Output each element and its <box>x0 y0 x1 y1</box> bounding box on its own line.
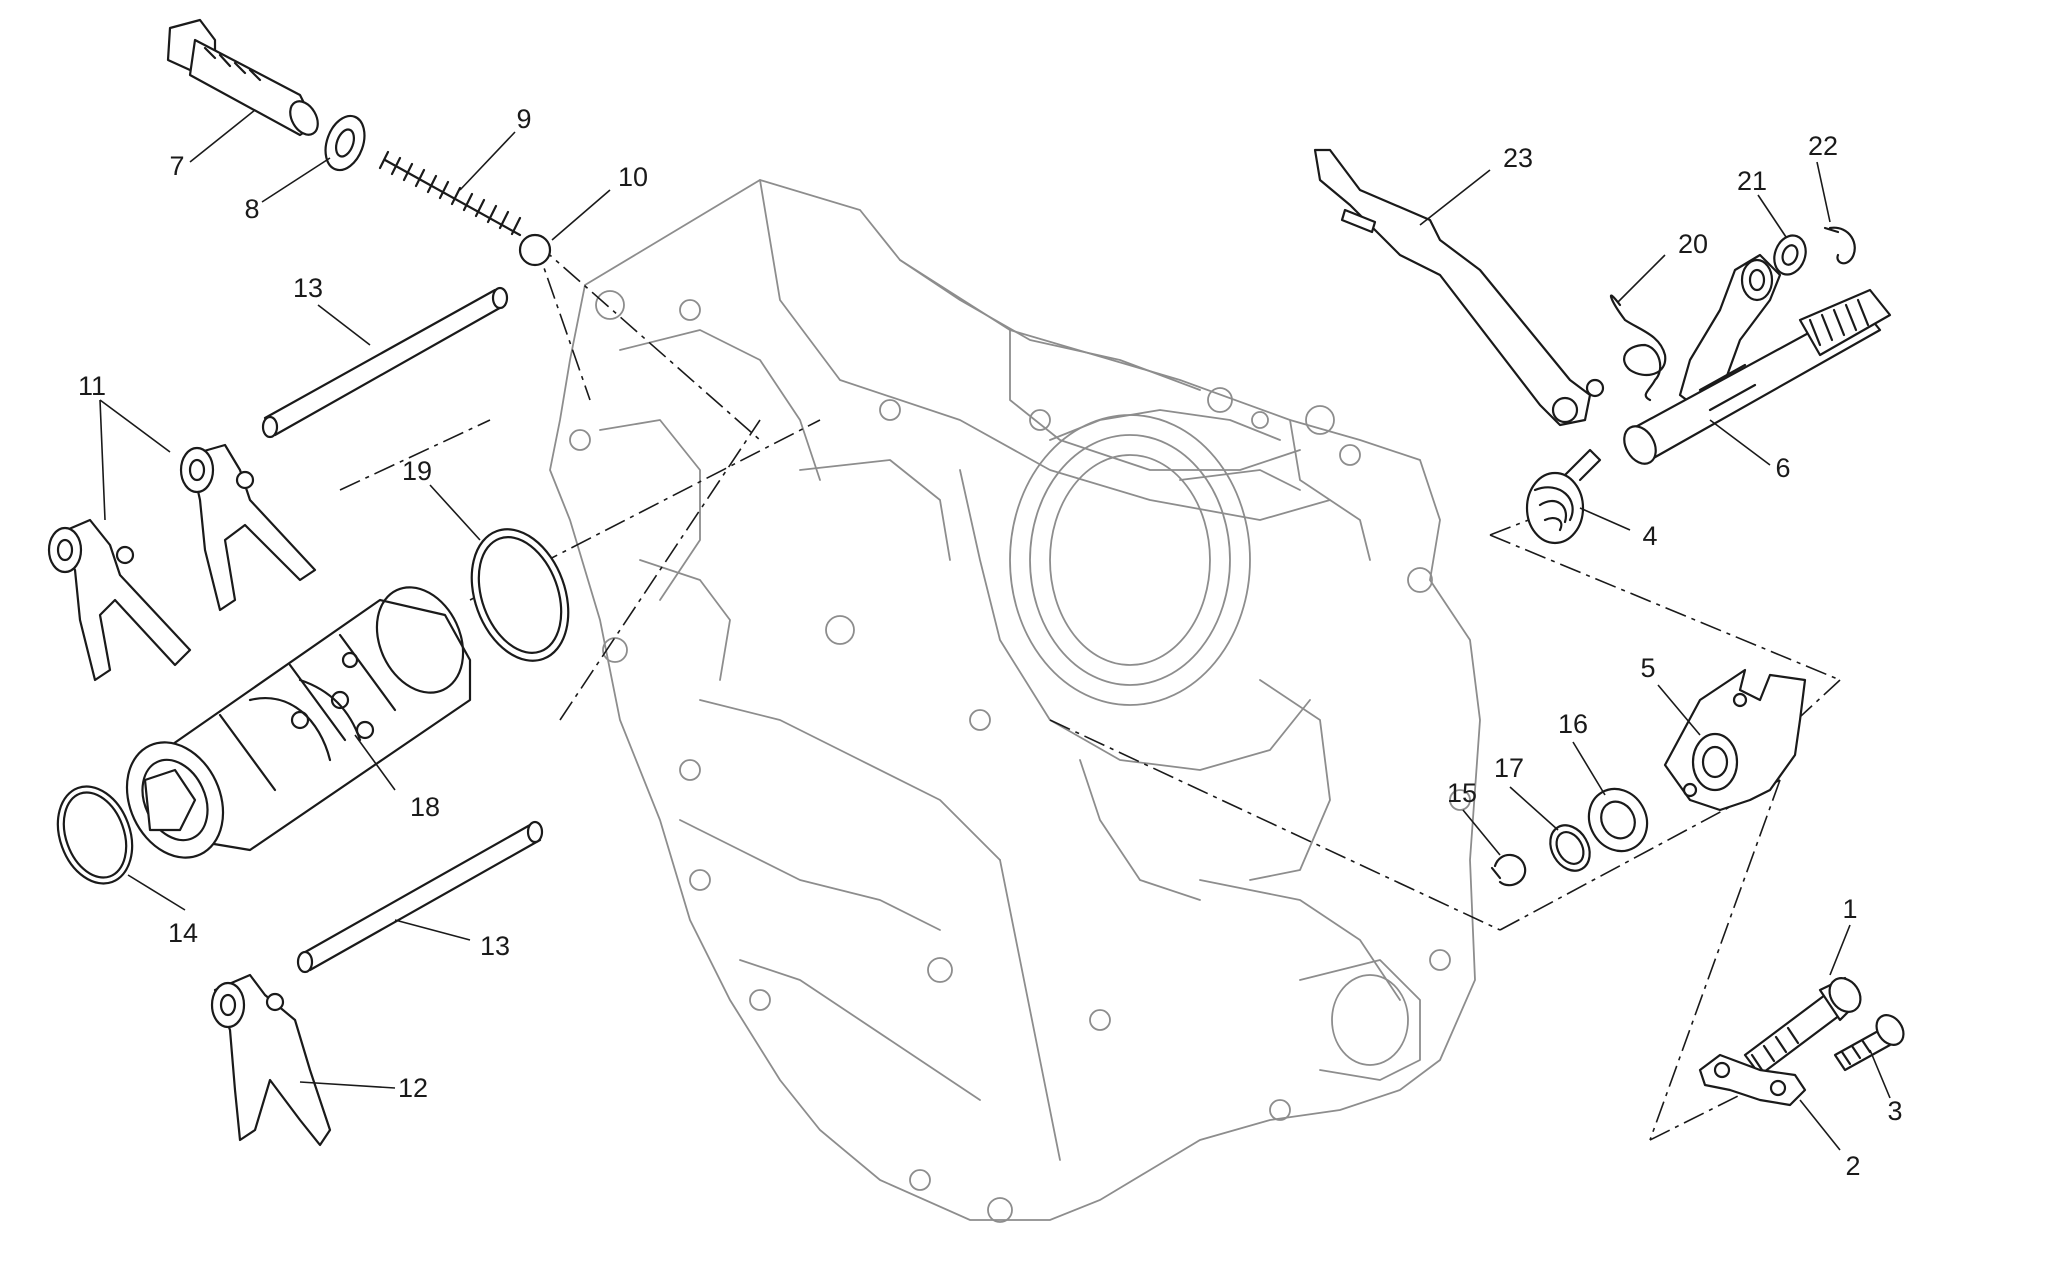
part-18-shift-drum <box>125 586 472 859</box>
callout-9: 9 <box>516 104 531 134</box>
callout-12: 12 <box>398 1073 428 1103</box>
part-4-return-spring <box>1525 448 1602 545</box>
callout-18: 18 <box>410 792 440 822</box>
part-19-o-ring <box>470 528 570 662</box>
callout-15: 15 <box>1447 778 1477 808</box>
part-6-shift-shaft <box>1623 253 1892 465</box>
callout-13-lower: 13 <box>480 931 510 961</box>
callout-8: 8 <box>244 194 259 224</box>
part-20-spring <box>1609 294 1667 402</box>
part-1-screw <box>1743 976 1862 1077</box>
part-7-detent-bolt <box>166 18 319 137</box>
part-17-ring <box>1549 824 1591 872</box>
part-22-circlip <box>1823 226 1856 265</box>
part-21-washer <box>1773 234 1807 276</box>
callout-16: 16 <box>1558 709 1588 739</box>
callout-11: 11 <box>78 371 106 401</box>
callout-19: 19 <box>402 456 432 486</box>
part-11-shift-forks <box>47 443 317 682</box>
callout-13-upper: 13 <box>293 273 323 303</box>
part-12-shift-fork <box>210 973 332 1147</box>
callout-22: 22 <box>1808 131 1838 161</box>
part-8-washer <box>324 114 366 172</box>
part-5-plate <box>1663 668 1807 812</box>
callout-21: 21 <box>1737 166 1767 196</box>
callout-labels: 1 2 3 4 5 6 7 8 9 10 11 12 13 13 14 15 1… <box>78 104 1903 1181</box>
part-15-circlip <box>1490 853 1527 887</box>
part-13-lower-shaft <box>296 820 544 974</box>
callout-5: 5 <box>1640 653 1655 683</box>
part-2-bracket <box>1698 1053 1807 1107</box>
callout-2: 2 <box>1845 1151 1860 1181</box>
callout-7: 7 <box>169 151 184 181</box>
callout-17: 17 <box>1494 753 1524 783</box>
leader-lines <box>99 109 1891 1151</box>
callout-14: 14 <box>168 918 198 948</box>
crankcase-bolt-holes <box>569 290 1471 1223</box>
part-10-ball <box>518 233 552 267</box>
callout-23: 23 <box>1503 143 1533 173</box>
callout-3: 3 <box>1887 1096 1902 1126</box>
callout-1: 1 <box>1842 894 1857 924</box>
callout-4: 4 <box>1642 521 1657 551</box>
part-16-seal <box>1587 787 1649 853</box>
part-3-screw <box>1833 1014 1905 1072</box>
callout-6: 6 <box>1775 453 1790 483</box>
callout-10: 10 <box>618 162 648 192</box>
part-9-spring <box>378 150 522 237</box>
crankcase-half <box>549 179 1481 1223</box>
assembly-axis-lines <box>339 241 1841 1141</box>
part-14-ring <box>56 785 134 885</box>
part-23-shift-lever <box>1313 148 1605 427</box>
part-13-upper-shaft <box>261 286 509 439</box>
callout-20: 20 <box>1678 229 1708 259</box>
